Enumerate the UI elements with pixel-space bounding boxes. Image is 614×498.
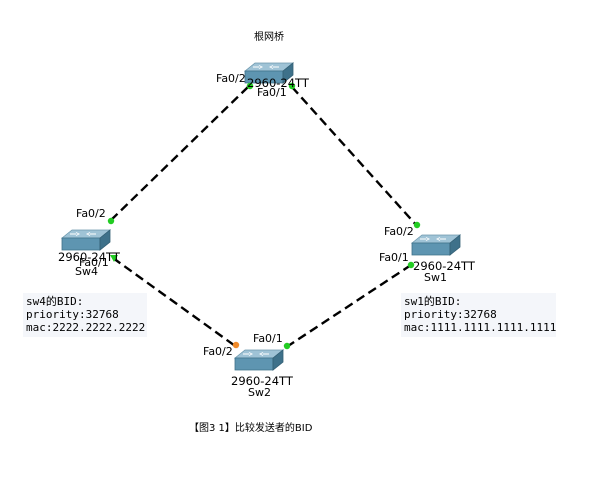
sw2-model-label: 2960-24TT [231,374,293,388]
root-bridge-label: 根网桥 [254,32,284,43]
sw2-name-label: Sw2 [248,386,271,399]
sw2-switch-icon[interactable] [234,349,284,371]
sw1-bid-mac: mac:1111.1111.1111.1111 [404,321,557,334]
port-led-sw2-fa02 [232,341,240,349]
root-model-label: 2960-24TT [247,76,309,90]
sw1-bid-title: sw1的BID: [404,295,462,308]
sw4-bid-title: sw4的BID: [26,295,84,308]
root-port-fa01: Fa0/1 [257,86,287,99]
link-sw4-sw2 [112,257,239,349]
port-led-root-fa02 [246,82,254,90]
port-led-sw4-fa01 [110,255,118,262]
port-led-sw2-fa01 [283,342,291,350]
port-led-sw1-fa01 [407,261,415,269]
sw1-switch-icon[interactable] [411,234,461,256]
sw1-bid-note: sw1的BID: priority:32768 mac:1111.1111.11… [401,293,556,337]
figure-caption: 【图3 1】比较发送者的BID [189,423,313,434]
sw4-bid-priority: priority:32768 [26,308,119,321]
sw4-switch-icon[interactable] [61,229,111,251]
port-led-root-fa01 [288,82,296,90]
link-sw1-sw2 [284,263,412,350]
link-root-sw4 [107,86,249,224]
sw2-port-fa02: Fa0/2 [203,345,233,358]
sw4-model-label: 2960-24TT [58,250,120,264]
sw4-bid-note: sw4的BID: priority:32768 mac:2222.2222.22… [23,293,147,337]
sw4-bid-mac: mac:2222.2222.2222 [26,321,146,334]
sw4-port-fa01: Fa0/1 [79,256,109,269]
root-port-fa02: Fa0/2 [216,72,246,85]
sw4-name-label: Sw4 [75,265,98,278]
port-led-sw4-fa02 [107,217,115,225]
sw2-port-fa01: Fa0/1 [253,332,283,345]
sw1-bid-priority: priority:32768 [404,308,497,321]
sw4-port-fa02: Fa0/2 [76,207,106,220]
sw1-name-label: Sw1 [424,271,447,284]
sw1-model-label: 2960-24TT [413,259,475,273]
sw1-port-fa01: Fa0/1 [379,251,409,264]
link-root-sw1 [291,86,419,228]
port-led-sw1-fa02 [413,221,421,229]
sw1-port-fa02: Fa0/2 [384,225,414,238]
